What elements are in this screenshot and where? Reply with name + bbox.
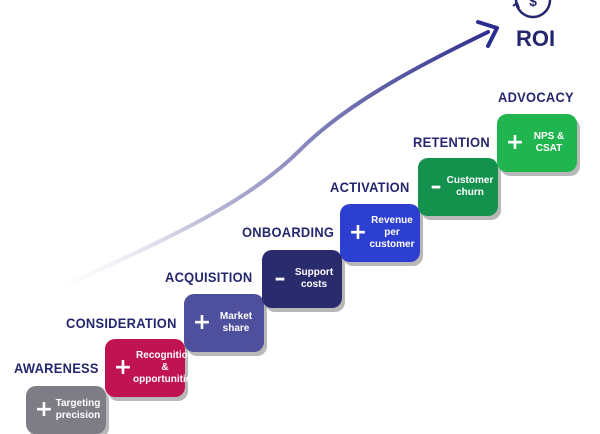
step-metric-consideration: Recognition & opportunities	[133, 350, 197, 385]
step-block-onboarding: – Support costs	[262, 250, 342, 308]
step-metric-advocacy: NPS & CSAT	[533, 131, 565, 154]
step-title-consideration: CONSIDERATION	[66, 315, 177, 331]
plus-icon: +	[348, 220, 368, 245]
step-metric-awareness: Targeting precision	[55, 398, 101, 421]
roi-label: ROI	[516, 26, 556, 51]
step-metric-retention: Customer churn	[446, 175, 494, 198]
step-metric-activation: Revenue per customer	[369, 215, 415, 250]
minus-icon: –	[430, 174, 442, 199]
growth-arrow-head	[476, 20, 499, 48]
growth-arrow-curve	[38, 30, 490, 300]
step-title-retention: RETENTION	[413, 134, 490, 150]
step-metric-acquisition: Market share	[219, 311, 253, 334]
plus-icon: +	[34, 397, 54, 422]
step-block-advocacy: + NPS & CSAT	[497, 114, 577, 172]
dollar-refresh-icon: $	[512, 0, 552, 19]
step-title-acquisition: ACQUISITION	[165, 269, 253, 285]
plus-icon: +	[192, 310, 212, 335]
step-block-consideration: + Recognition & opportunities	[105, 339, 197, 397]
step-title-activation: ACTIVATION	[330, 179, 410, 195]
minus-icon: –	[274, 266, 286, 291]
plus-icon: +	[505, 130, 525, 155]
step-block-retention: – Customer churn	[418, 158, 498, 216]
step-metric-onboarding: Support costs	[294, 267, 334, 290]
step-block-acquisition: + Market share	[184, 294, 264, 352]
step-title-onboarding: ONBOARDING	[242, 224, 335, 240]
step-title-awareness: AWARENESS	[14, 360, 99, 376]
svg-text:$: $	[529, 0, 537, 9]
step-block-activation: + Revenue per customer	[340, 204, 420, 262]
plus-icon: +	[113, 355, 133, 380]
step-title-advocacy: ADVOCACY	[498, 89, 574, 105]
step-block-awareness: + Targeting precision	[26, 386, 106, 434]
